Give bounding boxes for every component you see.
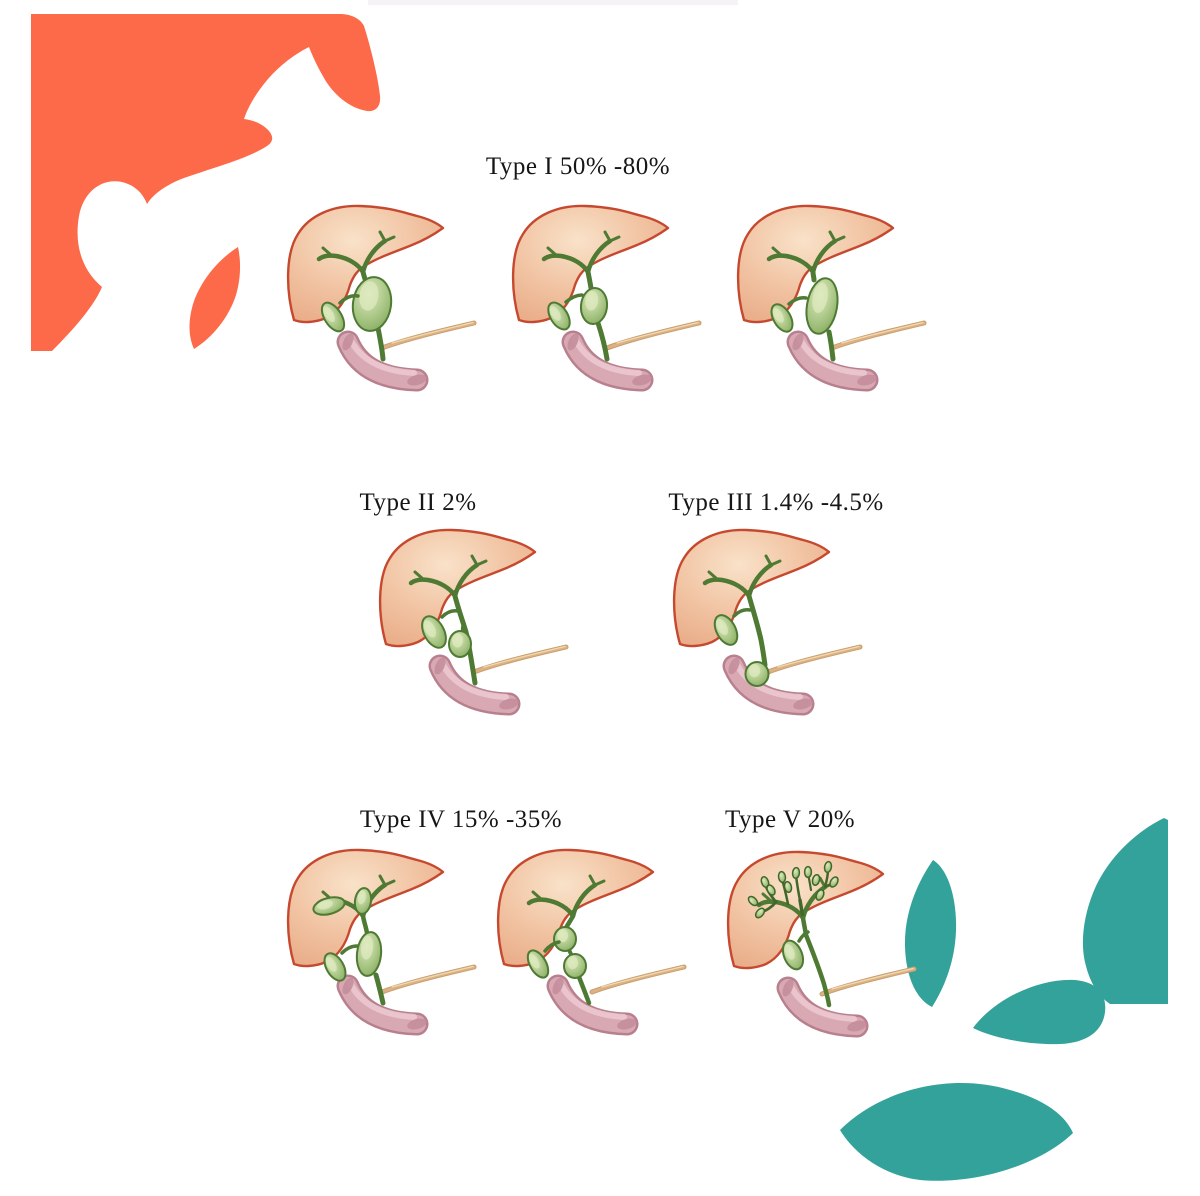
section-label-type3: Type III 1.4% -4.5% — [668, 489, 884, 516]
bile-duct-cyst — [351, 276, 393, 332]
coral-leaf — [189, 247, 241, 349]
gallbladder — [526, 940, 561, 979]
section-label-type4: Type IV 15% -35% — [359, 806, 563, 833]
section-label-type5: Type V 20% — [724, 806, 856, 833]
dilated-duct-leaf — [791, 866, 801, 880]
gallbladder — [421, 609, 460, 649]
bile-duct — [803, 932, 832, 1008]
liver-illustration-type2 — [368, 520, 588, 725]
gallbladder-sac — [526, 949, 550, 979]
duodenum — [561, 330, 654, 392]
bile-duct — [373, 972, 386, 1006]
duodenum — [786, 330, 879, 392]
dilated-duct-leaf — [811, 873, 821, 887]
liver-diagram-type1a — [286, 204, 477, 392]
liver-illustration-type1b — [501, 196, 721, 401]
teal-leaf-large-right — [1082, 818, 1168, 1004]
gallbladder-sac — [547, 301, 571, 331]
bile-duct — [375, 325, 386, 362]
pancreatic-duct — [589, 964, 687, 995]
gallbladder — [781, 930, 810, 971]
pancreatic-duct — [829, 320, 927, 351]
dilated-duct-leaf — [823, 860, 833, 874]
choledochocele — [744, 661, 770, 687]
gallbladder-sac — [320, 301, 346, 333]
bile-duct-cyst — [553, 926, 577, 952]
bile-duct-cyst — [563, 953, 587, 979]
hepatic-ducts-icon — [766, 230, 846, 275]
bile-duct — [595, 320, 610, 362]
liver-illustration-type3 — [662, 520, 882, 725]
duodenum — [428, 654, 521, 716]
liver-diagram-type3 — [672, 528, 863, 716]
hepatic-ducts-icon — [541, 230, 621, 275]
dilated-duct-leaf — [747, 895, 759, 907]
liver-diagram-type1b — [511, 204, 702, 392]
gallbladder-sac — [323, 952, 347, 982]
bile-duct-cyst — [579, 287, 609, 325]
coral-foliage-decoration — [31, 14, 381, 351]
liver-illustration-type5 — [716, 842, 936, 1047]
gallbladder-sac — [713, 614, 739, 646]
duodenum — [546, 974, 639, 1036]
dilated-duct-leaf — [777, 870, 787, 884]
dilated-duct-leaf — [766, 884, 776, 896]
liver-diagram-type5 — [726, 850, 917, 1038]
teal-leaf-vertical — [904, 860, 957, 1007]
bile-duct-cyst — [355, 931, 383, 977]
duodenum — [336, 974, 429, 1036]
dilated-duct-leaf — [803, 865, 813, 879]
liver-diagram-type4a — [286, 848, 477, 1036]
gallbladder — [547, 293, 584, 331]
bile-duct — [576, 974, 592, 1006]
pancreatic-duct — [604, 320, 702, 351]
gallbladder — [713, 608, 752, 646]
liver-diagram-type2 — [378, 528, 569, 716]
intrahepatic-cyst-leaf — [312, 896, 346, 916]
duodenum — [776, 976, 869, 1038]
gallbladder-sac — [781, 939, 805, 971]
pancreatic-duct — [471, 644, 569, 675]
gallbladder — [323, 944, 359, 982]
dilated-duct-leaf — [754, 907, 766, 919]
liver-diagram-type4b — [496, 848, 687, 1036]
hepatic-ducts-icon — [408, 554, 488, 599]
gallbladder-sac — [421, 615, 447, 649]
bile-duct — [810, 269, 817, 283]
pancreatic-duct — [379, 964, 477, 995]
top-edge-artifact — [368, 0, 738, 5]
dilated-duct-leaf — [829, 876, 839, 888]
bile-duct — [826, 329, 836, 362]
liver-illustration-type4b — [486, 840, 706, 1045]
pancreatic-duct — [379, 320, 477, 351]
dilated-duct-leaf — [815, 889, 825, 901]
section-label-type1: Type I 50% -80% — [485, 153, 671, 180]
liver-illustration-type1c — [726, 196, 946, 401]
intrahepatic-cyst-leaf — [353, 887, 373, 915]
diverticulum — [448, 630, 472, 658]
bile-duct-cyst — [805, 277, 839, 335]
liver-illustration-type4a — [276, 840, 496, 1045]
duodenum — [336, 330, 429, 392]
liver-diagram-type1c — [736, 204, 927, 392]
pancreatic-duct — [765, 644, 863, 675]
hepatic-ducts-icon — [316, 230, 396, 275]
hepatic-ducts-icon — [702, 554, 782, 599]
hepatic-ducts-icon — [526, 874, 606, 919]
dilated-duct-leaf — [783, 880, 793, 894]
teal-leaf-bottom — [840, 1083, 1073, 1181]
bile-duct — [585, 269, 594, 291]
teal-foliage-decoration — [840, 818, 1168, 1181]
teal-leaf-middle — [973, 979, 1106, 1045]
bile-duct — [360, 913, 370, 936]
gallbladder-sac — [770, 303, 794, 333]
coral-foliage-blob — [31, 14, 381, 351]
section-label-type2: Type II 2% — [359, 489, 477, 516]
gallbladder — [770, 296, 808, 333]
gallbladder — [320, 294, 360, 333]
liver-illustration-type1a — [276, 196, 496, 401]
bile-duct — [746, 593, 768, 668]
pancreatic-duct — [819, 966, 917, 997]
